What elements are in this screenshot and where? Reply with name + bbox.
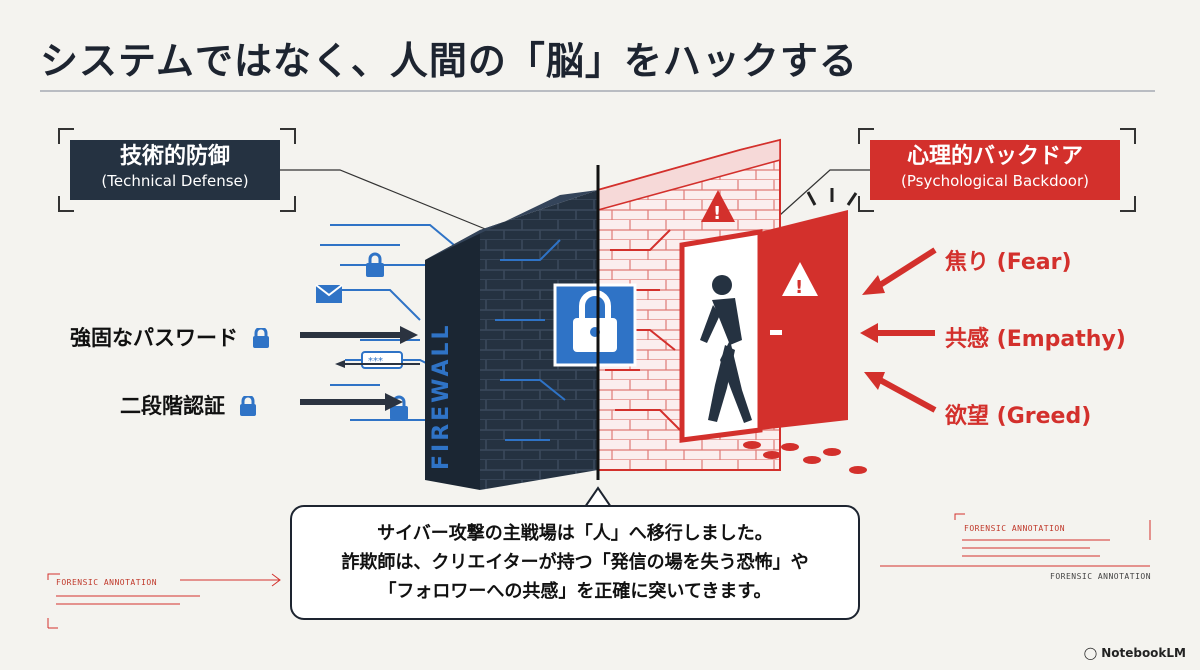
speech-bubble: サイバー攻撃の主戦場は「人」へ移行しました。 詐欺師は、クリエイターが持つ「発信… — [290, 505, 860, 620]
bubble-line-3: 「フォロワーへの共感」を正確に突いてきます。 — [378, 581, 772, 602]
tech-bracket-tl — [58, 128, 74, 144]
arrow-left-red-icon — [862, 247, 937, 295]
title-divider — [40, 90, 1155, 92]
arrow-right-icon — [300, 326, 418, 344]
tech-bracket-br — [280, 196, 296, 212]
technical-defense-title: 技術的防御 — [119, 144, 230, 169]
two-factor-label: 二段階認証 — [120, 390, 257, 420]
firewall-wall-side — [425, 230, 480, 490]
wall-circuits — [495, 239, 566, 441]
password-field-icon: *** — [361, 351, 403, 369]
brand-label: ◯NotebookLM — [1084, 646, 1186, 660]
psy-bracket-bl — [858, 196, 874, 212]
forensic-annotation-left: FORENSIC ANNOTATION — [56, 578, 158, 587]
psy-bracket-tr — [1120, 128, 1136, 144]
page-title: システムではなく、人間の「脳」をハックする — [40, 39, 858, 83]
notebooklm-logo-icon: ◯ — [1083, 646, 1098, 660]
svg-text:!: ! — [713, 203, 721, 224]
strong-password-text: 強固なパスワード — [70, 326, 238, 350]
lock-icon — [366, 252, 384, 277]
walking-person-icon — [700, 275, 752, 423]
bubble-line-1: サイバー攻撃の主戦場は「人」へ移行しました。 — [377, 523, 773, 544]
bubble-line-2: 詐欺師は、クリエイターが持つ「発信の場を失う恐怖」や — [341, 552, 809, 573]
annotation-left-lines — [47, 573, 281, 629]
firewall-wall-front — [480, 190, 598, 490]
forensic-annotation-right-top: FORENSIC ANNOTATION — [964, 524, 1066, 533]
psychological-backdoor-title: 心理的バックドア — [906, 144, 1083, 169]
doorway — [679, 229, 763, 443]
warning-icon: ! — [782, 262, 818, 298]
alert-rays — [806, 188, 858, 206]
fear-label: 焦り (Fear) — [945, 250, 1072, 275]
tech-connector-line — [280, 169, 501, 236]
door-handle-icon — [770, 330, 782, 335]
two-factor-text: 二段階認証 — [120, 394, 225, 418]
psychological-backdoor-box: 心理的バックドア (Psychological Backdoor) — [870, 140, 1120, 200]
technical-defense-box: 技術的防御 (Technical Defense) — [70, 140, 280, 200]
lock-icon — [253, 326, 270, 348]
forensic-annotation-right-bottom: FORENSIC ANNOTATION — [1050, 572, 1152, 581]
greed-label: 欲望 (Greed) — [945, 404, 1092, 429]
lock-icon — [240, 394, 257, 416]
annotation-right-lines — [880, 513, 1151, 567]
tech-bracket-tr — [280, 128, 296, 144]
warning-icon: ! — [701, 190, 735, 224]
envelope-icon — [315, 284, 343, 303]
arrow-left-red-icon — [860, 323, 935, 343]
svg-text:!: ! — [795, 277, 803, 298]
tech-bracket-bl — [58, 196, 74, 212]
psy-bracket-tl — [858, 128, 874, 144]
firewall-wall-text: FIREWALL — [429, 322, 454, 470]
psychological-backdoor-subtitle: (Psychological Backdoor) — [901, 172, 1089, 190]
svg-text:***: *** — [368, 356, 383, 367]
psy-bracket-br — [1120, 196, 1136, 212]
open-door — [760, 210, 848, 430]
empathy-label: 共感 (Empathy) — [945, 327, 1126, 352]
arrow-left-red-icon — [864, 372, 937, 413]
footprints-icon — [743, 441, 867, 474]
arrow-right-icon — [300, 393, 403, 411]
technical-defense-subtitle: (Technical Defense) — [101, 172, 249, 190]
padlock-icon — [553, 283, 637, 367]
brand-text: NotebookLM — [1101, 646, 1186, 660]
strong-password-label: 強固なパスワード — [70, 322, 270, 352]
arrow-left-icon — [335, 360, 420, 368]
psy-connector-line — [779, 169, 870, 216]
